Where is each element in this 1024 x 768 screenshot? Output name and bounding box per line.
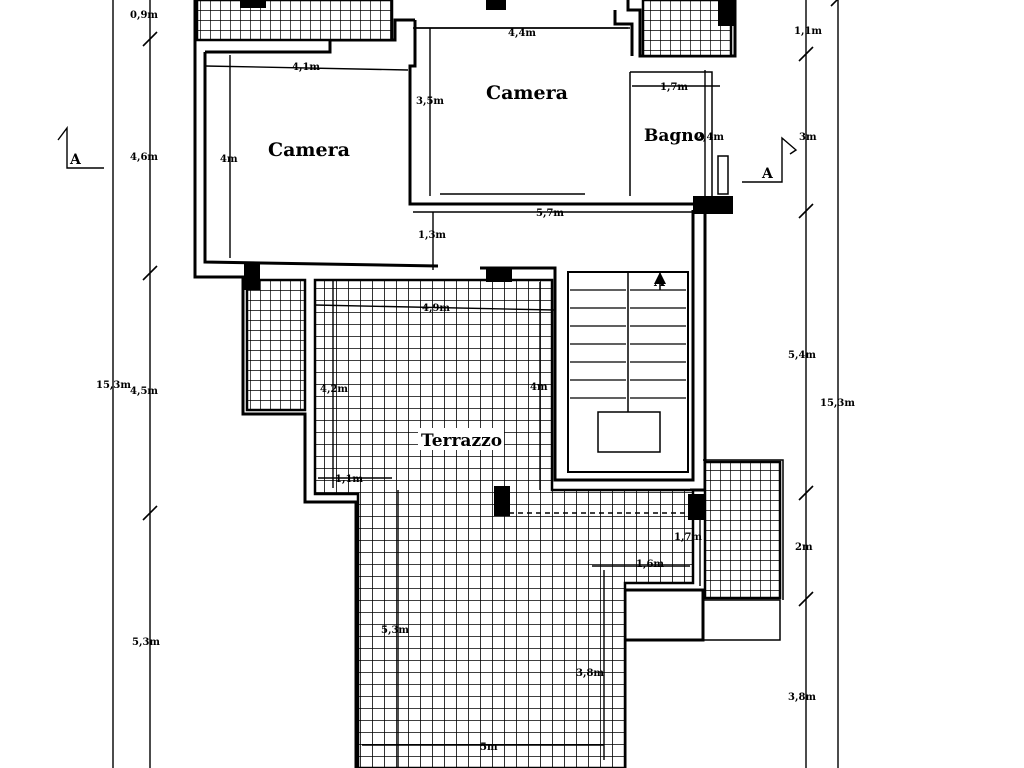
dim-right-0: 1,1m — [794, 26, 822, 37]
dim-terrace-side-a: 1,7m — [674, 532, 702, 543]
dim-bagno-width: 1,7m — [660, 82, 688, 93]
dim-terrace-lower-right: 3,8m — [576, 668, 604, 679]
dim-camera-left-width: 4,1m — [292, 62, 320, 73]
dim-camera-right-width: 4,4m — [508, 28, 536, 39]
section-markers: A A — [57, 125, 798, 183]
dim-camera-right-height: 3,5m — [416, 96, 444, 107]
pillars — [240, 0, 735, 520]
dim-right-4: 2m — [795, 542, 813, 553]
dim-terrace-step: 1,1m — [335, 474, 363, 485]
dim-terrace-height-left: 4,2m — [320, 384, 348, 395]
dim-left-2: 15,3m — [96, 380, 131, 391]
dim-corridor-depth: 1,3m — [418, 230, 446, 241]
dim-terrace-height-right: 4m — [530, 382, 548, 393]
dim-camera-left-height: 4m — [220, 154, 238, 165]
room-label-bagno: Bagno — [644, 126, 705, 146]
dimension-labels: 0,9m 4,6m 15,3m 4,5m 5,3m 1,1m 3m 5,4m 1… — [96, 10, 855, 753]
dim-right-3: 15,3m — [820, 398, 855, 409]
dim-terrace-width-top: 4,9m — [422, 303, 450, 314]
dim-left-0: 0,9m — [130, 10, 158, 21]
room-label-camera-left: Camera — [268, 139, 350, 161]
dim-right-2: 5,4m — [788, 350, 816, 361]
dim-left-4: 5,3m — [132, 637, 160, 648]
dim-terrace-side-b: 1,6m — [636, 559, 664, 570]
dim-corridor-width: 5,7m — [536, 208, 564, 219]
room-label-terrazzo: Terrazzo — [421, 431, 502, 451]
dim-right-1: 3m — [799, 132, 817, 143]
section-mark-stair: A — [653, 274, 666, 290]
tiled-areas — [195, 0, 782, 768]
dim-right-5: 3,8m — [788, 692, 816, 703]
interior-dimension-lines — [204, 27, 720, 768]
dim-bagno-height: 2,4m — [696, 132, 724, 143]
dim-terrace-lower-left: 5,3m — [381, 625, 409, 636]
room-label-camera-right: Camera — [486, 82, 568, 104]
outer-dimension-lines — [112, 0, 839, 768]
dim-left-3: 4,5m — [130, 386, 158, 397]
section-mark-left: A — [69, 152, 82, 168]
room-labels: Camera Camera Bagno Terrazzo — [268, 82, 705, 451]
dim-left-1: 4,6m — [130, 152, 158, 163]
dim-terrace-bottom: 5m — [480, 742, 498, 753]
staircase: A — [567, 271, 689, 473]
section-mark-right: A — [761, 166, 774, 182]
